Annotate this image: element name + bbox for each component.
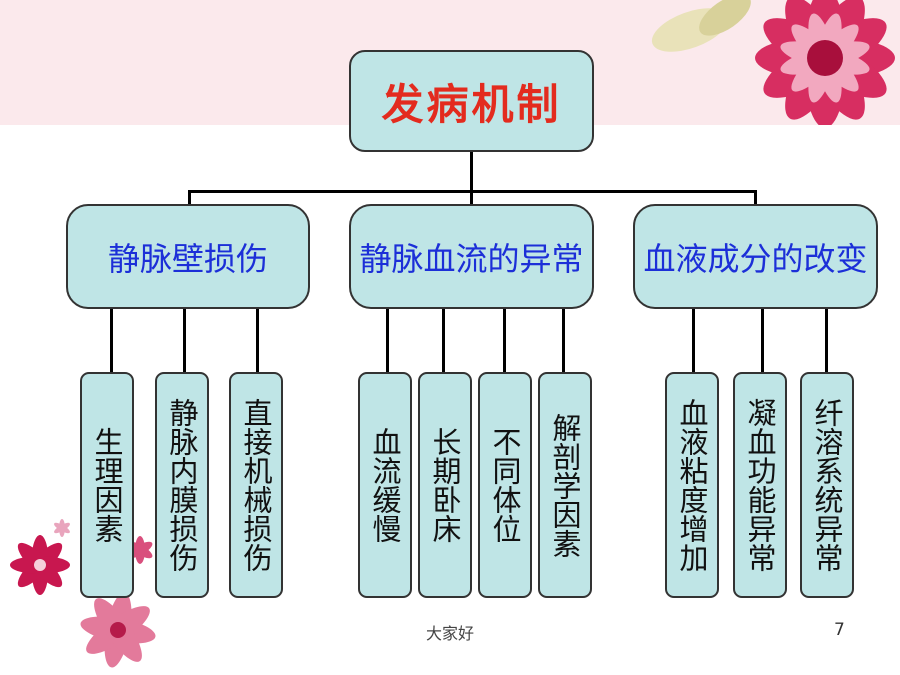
leaf-node: 血流缓慢 — [358, 372, 412, 598]
leaf-label: 长期卧床 — [428, 427, 462, 543]
root-node: 发病机制 — [349, 50, 594, 152]
connector-line — [188, 190, 191, 205]
leaf-node: 长期卧床 — [418, 372, 472, 598]
leaf-node: 不同体位 — [478, 372, 532, 598]
leaf-label: 不同体位 — [488, 427, 522, 543]
leaf-node: 纤溶系统异常 — [800, 372, 854, 598]
leaf-label: 解剖学因素 — [548, 412, 582, 558]
category-node: 静脉壁损伤 — [66, 204, 310, 309]
flower-icon — [651, 0, 895, 125]
connector-line — [503, 308, 506, 374]
leaf-node: 血液粘度增加 — [665, 372, 719, 598]
connector-line — [183, 308, 186, 374]
leaf-node: 生理因素 — [80, 372, 134, 598]
connector-line — [470, 190, 473, 205]
page-number: 7 — [834, 620, 845, 640]
connector-line — [692, 308, 695, 374]
connector-line — [825, 308, 828, 374]
flower-icon — [10, 519, 156, 668]
connector-line — [562, 308, 565, 374]
connector-line — [256, 308, 259, 374]
leaf-label: 直接机械损伤 — [239, 398, 273, 572]
leaf-label: 静脉内膜损伤 — [165, 398, 199, 572]
leaf-label: 凝血功能异常 — [743, 398, 777, 572]
leaf-label: 纤溶系统异常 — [810, 398, 844, 572]
category-label: 血液成分的改变 — [643, 239, 868, 278]
category-label: 静脉壁损伤 — [107, 239, 268, 278]
category-label: 静脉血流的异常 — [359, 239, 584, 278]
connector-line — [761, 308, 764, 374]
connector-line — [470, 151, 473, 192]
leaf-label: 血流缓慢 — [368, 427, 402, 543]
connector-line — [110, 308, 113, 374]
leaf-node: 解剖学因素 — [538, 372, 592, 598]
leaf-node: 凝血功能异常 — [733, 372, 787, 598]
footer-text: 大家好 — [425, 624, 474, 643]
leaf-label: 生理因素 — [90, 427, 124, 543]
category-node: 血液成分的改变 — [633, 204, 878, 309]
category-node: 静脉血流的异常 — [349, 204, 594, 309]
leaf-node: 直接机械损伤 — [229, 372, 283, 598]
connector-line — [386, 308, 389, 374]
leaf-node: 静脉内膜损伤 — [155, 372, 209, 598]
root-label: 发病机制 — [381, 79, 562, 129]
connector-line — [442, 308, 445, 374]
connector-line — [754, 190, 757, 205]
leaf-label: 血液粘度增加 — [675, 398, 709, 572]
